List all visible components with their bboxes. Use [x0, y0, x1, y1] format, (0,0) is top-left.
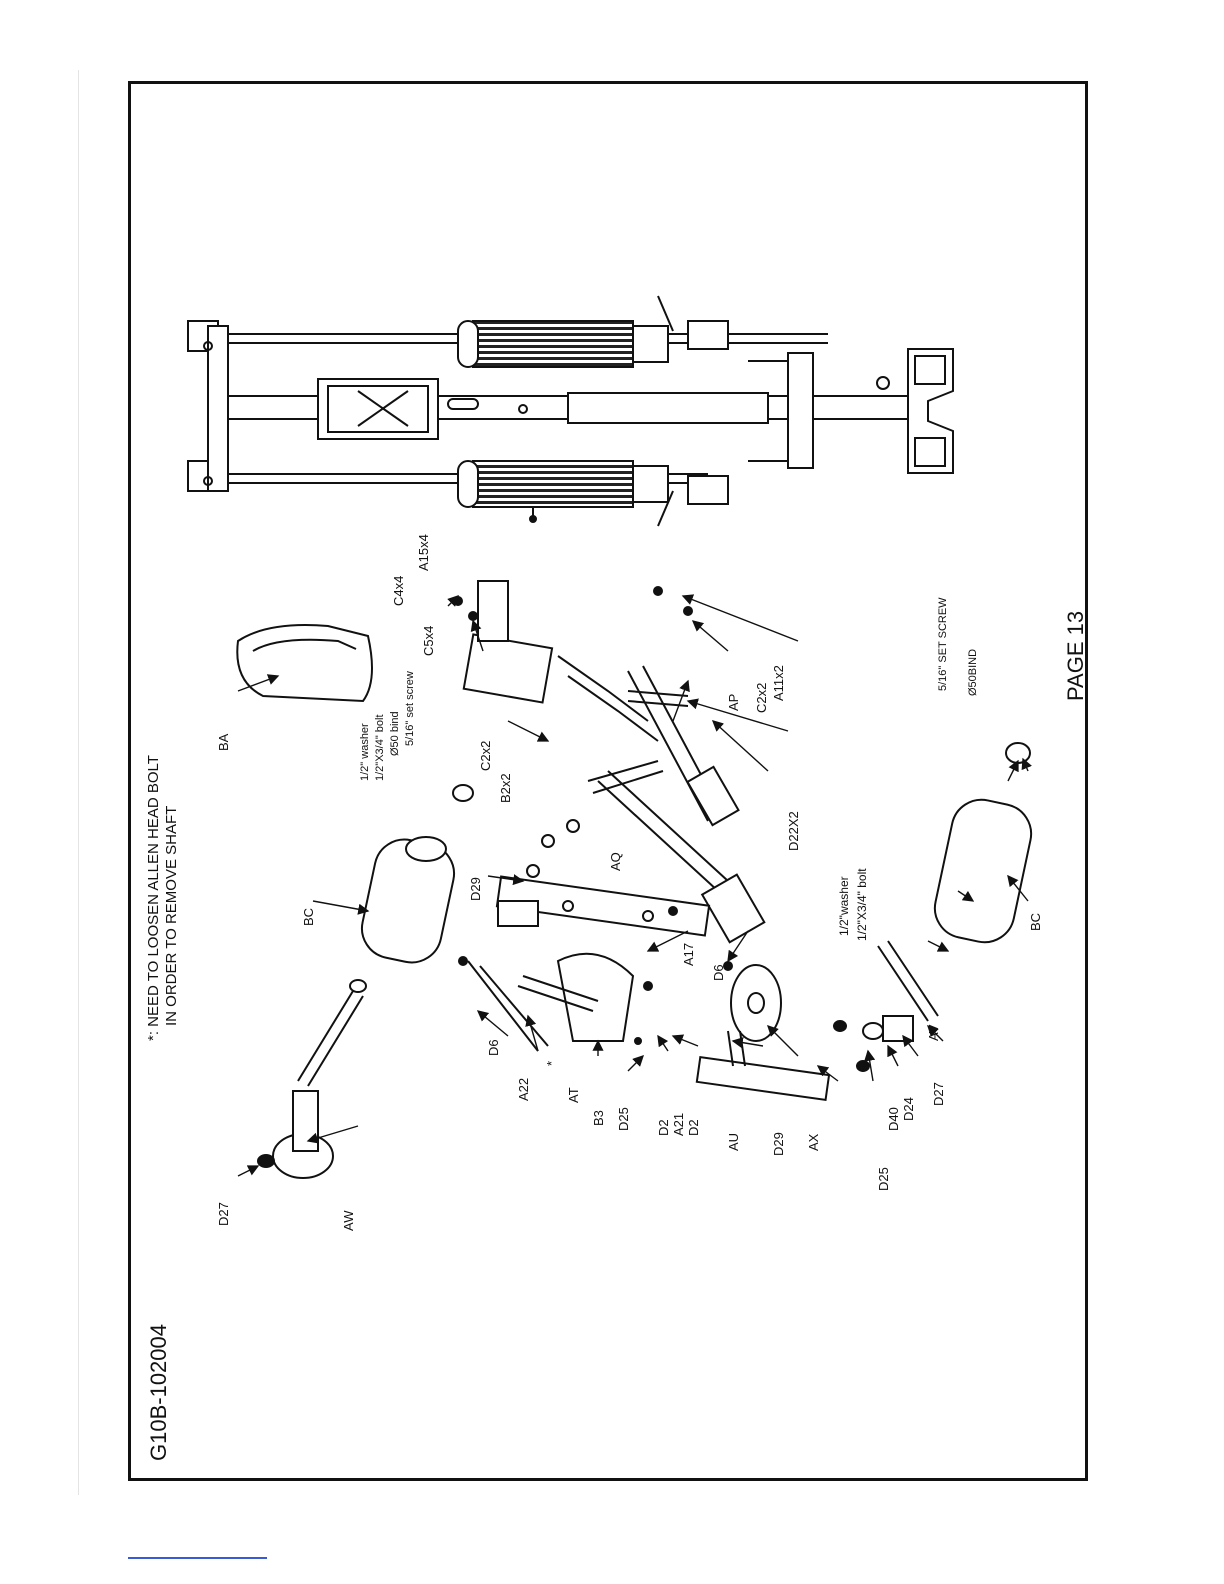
label-D25-lower: D25: [876, 1167, 891, 1191]
leader-lines: [237, 594, 1032, 1177]
label-AT: AT: [566, 1087, 581, 1103]
label-BC-lower: BC: [1028, 913, 1043, 931]
note-line-1: *: NEED TO LOOSEN ALLEN HEAD BOLT: [145, 755, 162, 1041]
seat-frame-drawing: [236, 580, 1033, 1179]
label-AW: AW: [341, 1210, 356, 1231]
label-A17: A17: [681, 943, 696, 966]
footer-link-underline[interactable]: [128, 1557, 267, 1559]
label-C4x4: C4x4: [391, 576, 406, 606]
label-A15x4: A15x4: [416, 534, 431, 571]
document-texts: G10B-102004 *: NEED TO LOOSEN ALLEN HEAD…: [145, 611, 1088, 1461]
exploded-assembly-diagram: G10B-102004 *: NEED TO LOOSEN ALLEN HEAD…: [145, 295, 1088, 1461]
page-label: PAGE 13: [1063, 611, 1088, 701]
label-A21: A21: [671, 1113, 686, 1136]
label-washer-upper: 1/2" washer: [359, 723, 371, 781]
label-BA: BA: [216, 733, 231, 751]
label-D6-right: D6: [711, 964, 726, 981]
part-labels: BA BC 1/2" washer 1/2"X3/4" bolt Ø50 bin…: [216, 534, 1043, 1231]
label-BC-upper: BC: [301, 908, 316, 926]
main-frame-drawing: [187, 295, 954, 527]
label-AU: AU: [726, 1133, 741, 1151]
label-C2x2-upper: C2x2: [478, 741, 493, 771]
label-bind-upper: Ø50 bind: [389, 711, 401, 756]
label-star: *: [544, 1061, 559, 1066]
label-setscrew-lower: 5/16" SET SCREW: [937, 597, 949, 691]
label-D6-left: D6: [486, 1039, 501, 1056]
page-margin-line: [78, 70, 79, 1495]
label-AX: AX: [806, 1133, 821, 1151]
label-A11x2: A11x2: [771, 665, 786, 701]
label-A22: A22: [516, 1078, 531, 1101]
label-C5x4: C5x4: [421, 626, 436, 656]
label-B3: B3: [591, 1110, 606, 1126]
label-D27-lower: D27: [931, 1082, 946, 1106]
label-bolt-lower: 1/2"X3/4" bolt: [855, 868, 869, 941]
label-D29-upper: D29: [468, 877, 483, 901]
label-bolt-upper: 1/2"X3/4" bolt: [374, 714, 386, 781]
label-D40: D40: [886, 1107, 901, 1131]
label-D2-b: D2: [686, 1119, 701, 1136]
label-D27-upper: D27: [216, 1202, 231, 1226]
label-B2x2: B2x2: [498, 773, 513, 803]
label-D2-a: D2: [656, 1119, 671, 1136]
label-D24: D24: [901, 1097, 916, 1121]
note-line-2: IN ORDER TO REMOVE SHAFT: [163, 806, 180, 1026]
label-setscrew-upper: 5/16" set screw: [404, 671, 416, 746]
label-AV: AV: [926, 1024, 941, 1041]
label-washer-lower: 1/2"washer: [837, 876, 851, 936]
label-D29-lower: D29: [771, 1132, 786, 1156]
label-D25-upper: D25: [616, 1107, 631, 1131]
label-bind-lower: Ø50BIND: [967, 649, 979, 696]
label-C2x2-lower: C2x2: [754, 683, 769, 713]
label-AP: AP: [726, 694, 741, 711]
label-AQ: AQ: [608, 852, 623, 871]
diagram-frame: [128, 81, 1088, 1481]
label-D22X2: D22X2: [786, 811, 801, 851]
document-code: G10B-102004: [146, 1324, 171, 1461]
